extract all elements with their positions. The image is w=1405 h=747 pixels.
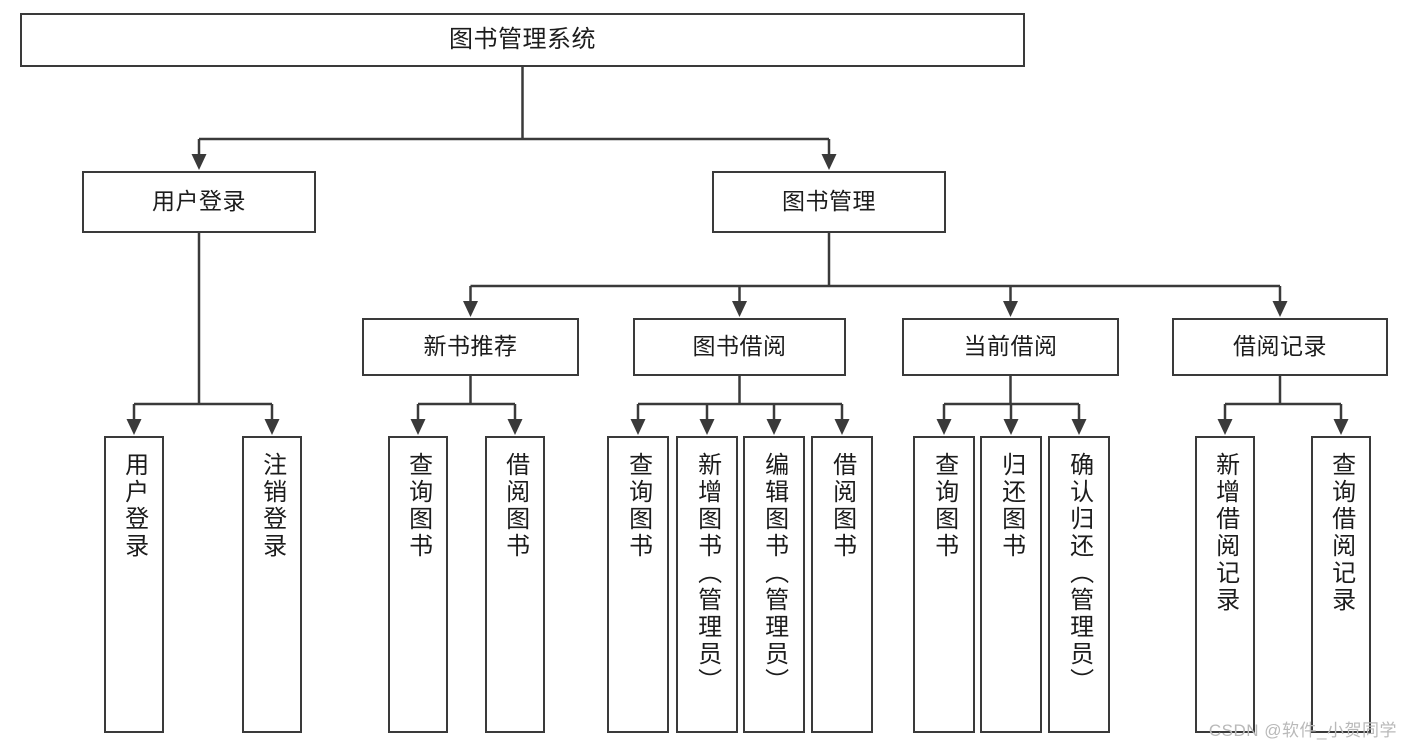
- arrowhead-leaf-add-record: [1217, 419, 1233, 435]
- node-label: 借阅图书: [828, 452, 856, 560]
- node-leaf-query-book-3[interactable]: 查询图书: [913, 436, 975, 733]
- node-leaf-borrow-book-2[interactable]: 借阅图书: [811, 436, 873, 733]
- node-leaf-add-book[interactable]: 新增图书（管理员）: [676, 436, 738, 733]
- node-book-manage[interactable]: 图书管理: [712, 171, 946, 233]
- node-label: 归还图书: [997, 452, 1025, 560]
- arrowhead-user-login: [191, 154, 207, 170]
- node-label: 注销登录: [258, 452, 286, 560]
- arrowhead-leaf-query-book-2: [630, 419, 646, 435]
- node-label: 编辑图书（管理员）: [760, 452, 788, 695]
- node-user-login[interactable]: 用户登录: [82, 171, 316, 233]
- node-label: 确认归还（管理员）: [1065, 452, 1093, 695]
- node-leaf-edit-book[interactable]: 编辑图书（管理员）: [743, 436, 805, 733]
- node-leaf-confirm-return[interactable]: 确认归还（管理员）: [1048, 436, 1110, 733]
- arrowhead-leaf-return-book: [1003, 419, 1019, 435]
- node-label: 新书推荐: [423, 333, 518, 360]
- arrowhead-book-manage: [821, 154, 837, 170]
- node-label: 查询图书: [930, 452, 958, 560]
- node-label: 新增借阅记录: [1211, 452, 1239, 614]
- arrowhead-new-book-rec: [463, 301, 478, 317]
- node-label: 查询借阅记录: [1327, 452, 1355, 614]
- node-label: 用户登录: [120, 452, 148, 560]
- node-leaf-borrow-book-1[interactable]: 借阅图书: [485, 436, 545, 733]
- arrowhead-leaf-borrow-book-2: [834, 419, 850, 435]
- arrowhead-book-borrow: [732, 301, 747, 317]
- node-leaf-add-record[interactable]: 新增借阅记录: [1195, 436, 1255, 733]
- node-leaf-query-book-2[interactable]: 查询图书: [607, 436, 669, 733]
- node-leaf-user-login[interactable]: 用户登录: [104, 436, 164, 733]
- arrowhead-leaf-borrow-book-1: [507, 419, 523, 435]
- node-book-borrow[interactable]: 图书借阅: [633, 318, 846, 376]
- arrowhead-leaf-query-book-1: [410, 419, 426, 435]
- node-label: 用户登录: [152, 188, 246, 215]
- arrowhead-borrow-record: [1272, 301, 1288, 317]
- node-label: 图书管理系统: [449, 25, 596, 53]
- node-borrow-record[interactable]: 借阅记录: [1172, 318, 1388, 376]
- node-root[interactable]: 图书管理系统: [20, 13, 1025, 67]
- node-label: 查询图书: [624, 452, 652, 560]
- arrowhead-leaf-add-book: [699, 419, 715, 435]
- node-leaf-logout[interactable]: 注销登录: [242, 436, 302, 733]
- arrowhead-leaf-query-book-3: [936, 419, 952, 435]
- node-label: 借阅图书: [501, 452, 529, 560]
- arrowhead-current-borrow: [1003, 301, 1018, 317]
- arrowhead-leaf-user-login: [126, 419, 142, 435]
- node-label: 图书管理: [782, 188, 876, 215]
- arrowhead-leaf-confirm-return: [1071, 419, 1087, 435]
- node-leaf-return-book[interactable]: 归还图书: [980, 436, 1042, 733]
- node-leaf-query-book-1[interactable]: 查询图书: [388, 436, 448, 733]
- arrowhead-leaf-logout: [264, 419, 280, 435]
- node-current-borrow[interactable]: 当前借阅: [902, 318, 1119, 376]
- node-label: 图书借阅: [692, 333, 787, 360]
- node-label: 新增图书（管理员）: [693, 452, 721, 695]
- node-label: 查询图书: [404, 452, 432, 560]
- arrowhead-leaf-edit-book: [766, 419, 782, 435]
- node-label: 借阅记录: [1233, 333, 1327, 360]
- node-label: 当前借阅: [963, 333, 1058, 360]
- node-leaf-query-record[interactable]: 查询借阅记录: [1311, 436, 1371, 733]
- node-new-book-rec[interactable]: 新书推荐: [362, 318, 579, 376]
- arrowhead-leaf-query-record: [1333, 419, 1349, 435]
